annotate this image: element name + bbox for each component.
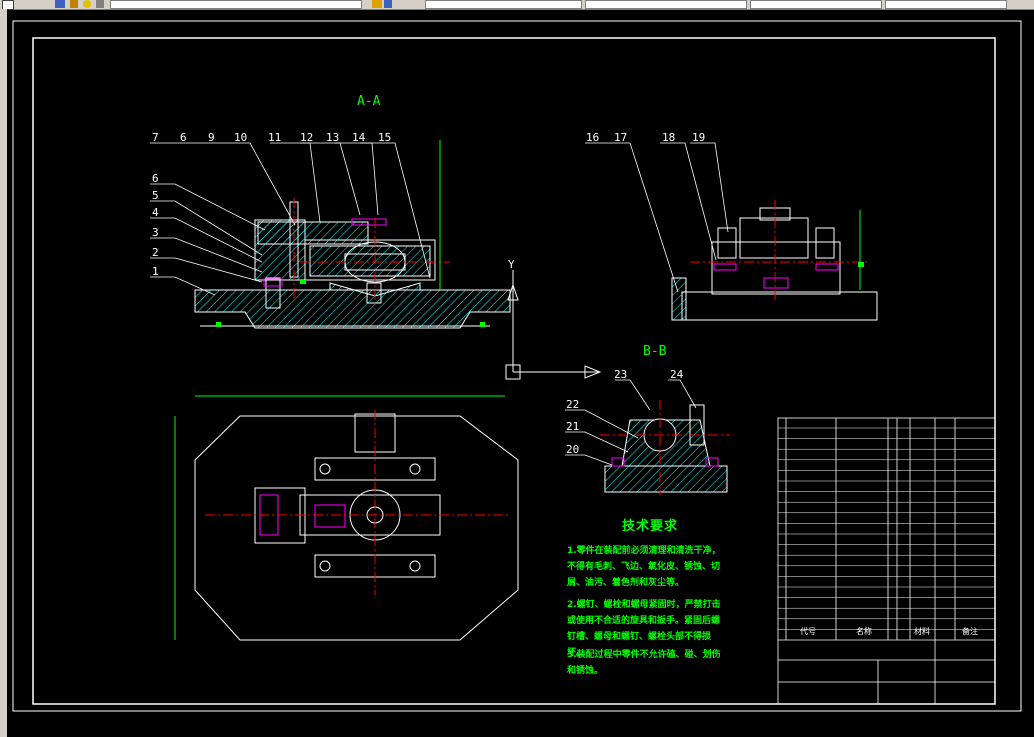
callout-label: 3 bbox=[152, 226, 159, 239]
callout-label: 10 bbox=[234, 131, 247, 144]
save-icon[interactable] bbox=[2, 0, 14, 10]
callout-label: 2 bbox=[152, 246, 159, 259]
color-dropdown[interactable] bbox=[425, 0, 582, 9]
section-bb-view bbox=[600, 400, 730, 495]
parts-list bbox=[777, 417, 996, 705]
callout-label: 18 bbox=[662, 131, 675, 144]
callout-label: 1 bbox=[152, 265, 159, 278]
callout-label: 20 bbox=[566, 443, 579, 456]
side-view bbox=[671, 200, 878, 321]
lock-icon[interactable] bbox=[96, 0, 104, 8]
title-block bbox=[778, 639, 995, 704]
callouts-side: 16 17 18 19 bbox=[586, 131, 705, 144]
callout-label: 17 bbox=[614, 131, 627, 144]
title-header-remark: 备注 bbox=[962, 626, 978, 636]
callout-label: 16 bbox=[586, 131, 599, 144]
toggle-icon[interactable] bbox=[70, 0, 78, 8]
cad-toolbar bbox=[0, 0, 1034, 10]
sun-icon[interactable] bbox=[83, 0, 91, 8]
callouts-bb: 23 24 22 21 20 bbox=[566, 368, 684, 456]
drawing-frame-inner bbox=[32, 37, 996, 705]
leaders-bb bbox=[565, 379, 697, 466]
callout-label: 14 bbox=[352, 131, 366, 144]
callout-label: 9 bbox=[208, 131, 215, 144]
title-header-name: 名称 bbox=[856, 626, 872, 636]
callouts-aa-top: 7 6 9 10 11 12 13 14 15 bbox=[152, 131, 391, 144]
callout-label: 19 bbox=[692, 131, 705, 144]
section-aa-view bbox=[194, 140, 511, 329]
previous-layer-icon[interactable] bbox=[384, 0, 392, 8]
tech-requirement-item: 1.零件在装配前必须清理和清洗干净，不得有毛刺、飞边、氧化皮、锈蚀、切屑、油污、… bbox=[567, 546, 721, 588]
axis-y-label: Y bbox=[508, 258, 515, 271]
callout-label: 12 bbox=[300, 131, 313, 144]
linetype-dropdown[interactable] bbox=[585, 0, 747, 9]
tech-requirements-title: 技术要求 bbox=[622, 519, 679, 534]
callout-label: 13 bbox=[326, 131, 339, 144]
callout-label: 24 bbox=[670, 368, 684, 381]
callout-label: 21 bbox=[566, 420, 579, 433]
layer-icon[interactable] bbox=[55, 0, 65, 8]
tech-requirement-item: 2.螺钉、螺栓和螺母紧固时，严禁打击或使用不合适的旋具和扳手。紧固后螺钉槽、螺母… bbox=[567, 600, 721, 658]
plan-view bbox=[174, 395, 519, 641]
match-layer-icon[interactable] bbox=[372, 0, 382, 8]
parts-list-rows bbox=[778, 427, 995, 630]
tech-requirement-item: 3.装配过程中零件不允许磕、碰、划伤和锈蚀。 bbox=[567, 650, 721, 676]
callouts-aa-left: 6 5 4 3 2 1 bbox=[152, 172, 159, 278]
lineweight-dropdown[interactable] bbox=[750, 0, 882, 9]
callout-label: 11 bbox=[268, 131, 281, 144]
side-toolbar bbox=[0, 9, 7, 737]
title-header-material: 材料 bbox=[914, 626, 930, 636]
callout-label: 6 bbox=[180, 131, 187, 144]
ucs-icon bbox=[505, 270, 602, 380]
callout-label: 15 bbox=[378, 131, 391, 144]
callout-label: 5 bbox=[152, 189, 159, 202]
leaders-aa bbox=[150, 142, 431, 296]
callout-label: 4 bbox=[152, 206, 159, 219]
plotstyle-dropdown[interactable] bbox=[885, 0, 1007, 9]
callout-label: 7 bbox=[152, 131, 159, 144]
title-header-code: 代号 bbox=[800, 626, 816, 636]
callout-label: 22 bbox=[566, 398, 579, 411]
section-aa-label: A-A bbox=[357, 94, 381, 109]
section-bb-label: B-B bbox=[643, 344, 667, 359]
layer-dropdown[interactable] bbox=[110, 0, 362, 9]
drawing-frame-outer bbox=[12, 20, 1022, 712]
callout-label: 6 bbox=[152, 172, 159, 185]
callout-label: 23 bbox=[614, 368, 627, 381]
leaders-side bbox=[585, 142, 729, 293]
